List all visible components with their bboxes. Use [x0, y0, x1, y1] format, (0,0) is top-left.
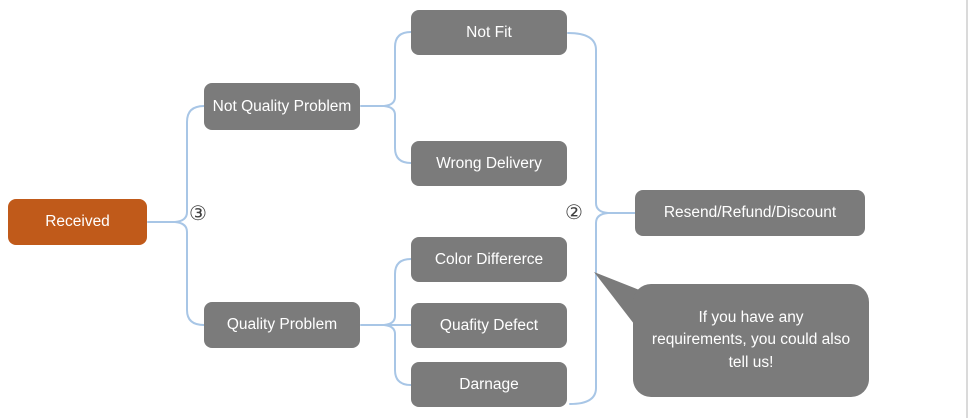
node-color-difference: Color Differerce	[411, 237, 567, 282]
node-quality-defect-label: Quafity Defect	[439, 316, 539, 334]
node-outcome-label: Resend/Refund/Discount	[663, 204, 837, 222]
branch-marker-2: ②	[565, 200, 583, 224]
callout-text: If you have any requirements, you could …	[651, 308, 851, 371]
node-color-difference-label: Color Differerce	[434, 250, 544, 268]
connector-not-quality-brace	[383, 31, 412, 164]
connector-quality-brace	[383, 258, 412, 386]
node-quality-problem-label: Quality Problem	[226, 316, 338, 334]
node-not-quality-problem-label: Not Quality Problem	[212, 97, 352, 115]
branch-marker-3: ③	[189, 201, 207, 225]
node-received-label: Received	[45, 213, 110, 231]
node-wrong-delivery: Wrong Delivery	[411, 141, 567, 186]
page-edge-line	[966, 0, 968, 418]
node-quality-defect: Quafity Defect	[411, 303, 567, 348]
connector-root-brace	[174, 105, 205, 326]
node-not-quality-problem: Not Quality Problem	[204, 83, 360, 130]
node-quality-problem: Quality Problem	[204, 302, 360, 348]
callout-bubble: If you have any requirements, you could …	[633, 284, 869, 397]
node-wrong-delivery-label: Wrong Delivery	[436, 154, 542, 172]
node-not-fit: Not Fit	[411, 10, 567, 55]
node-received: Received	[8, 199, 147, 245]
node-outcome: Resend/Refund/Discount	[635, 190, 865, 236]
node-damage-label: Darnage	[459, 375, 519, 393]
node-damage: Darnage	[411, 362, 567, 407]
node-not-fit-label: Not Fit	[466, 23, 512, 41]
